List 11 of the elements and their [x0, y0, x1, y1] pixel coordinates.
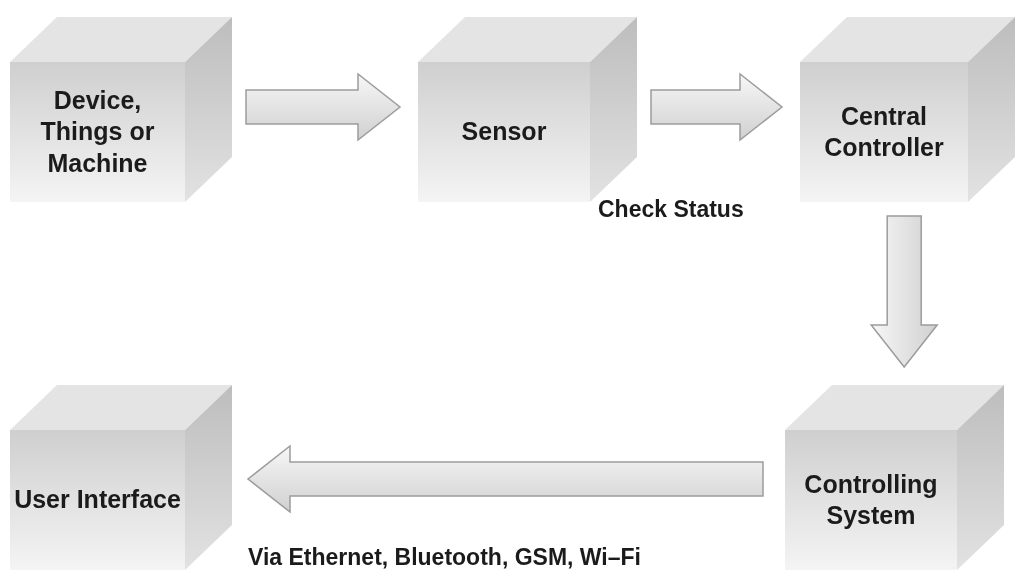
- node-label: Central Controller: [823, 100, 945, 163]
- block-arrow: [869, 215, 939, 369]
- block-arrow: [246, 444, 764, 514]
- edge-label: Via Ethernet, Bluetooth, GSM, Wi–Fi: [248, 544, 641, 571]
- node-label: Sensor: [461, 116, 547, 148]
- block-arrow: [650, 72, 784, 142]
- block-arrow: [245, 72, 402, 142]
- node-label: User Interface: [14, 484, 181, 516]
- edge-label: Check Status: [598, 196, 744, 223]
- node-label: Controlling System: [803, 468, 939, 531]
- node-label: Device, Things or Machine: [39, 85, 156, 179]
